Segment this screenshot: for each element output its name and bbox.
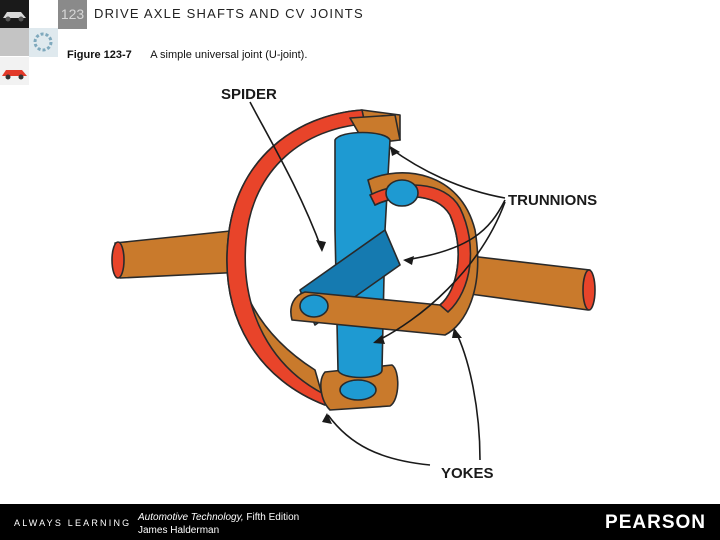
spider-leader bbox=[249, 101, 323, 251]
right-shaft-end bbox=[582, 269, 596, 311]
gears-thumbnail-icon bbox=[29, 28, 58, 57]
chapter-title: DRIVE AXLE SHAFTS AND CV JOINTS bbox=[94, 6, 364, 21]
yokes-leader-1 bbox=[327, 414, 431, 466]
car-thumbnail-icon bbox=[0, 0, 29, 28]
book-title-text: Automotive Technology, bbox=[138, 512, 244, 523]
left-shaft-end bbox=[111, 241, 125, 279]
book-title: Automotive Technology, Fifth Edition bbox=[138, 512, 299, 523]
bottom-trunnion bbox=[339, 379, 377, 401]
left-trunnion bbox=[299, 294, 329, 318]
book-edition: Fifth Edition bbox=[246, 512, 300, 523]
book-author: James Halderman bbox=[138, 525, 220, 536]
spider-label: SPIDER bbox=[221, 86, 277, 103]
engine-thumbnail-icon bbox=[0, 28, 29, 56]
thumbnail-strip bbox=[0, 0, 29, 86]
chapter-number-box bbox=[58, 0, 87, 29]
red-car-thumbnail-icon bbox=[0, 57, 29, 85]
publisher-logo: PEARSON bbox=[605, 512, 706, 533]
left-shaft bbox=[114, 229, 246, 279]
figure-caption: Figure 123-7 A simple universal joint (U… bbox=[67, 49, 307, 61]
trunnions-leader-2 bbox=[404, 199, 506, 261]
right-shaft bbox=[469, 255, 591, 311]
yokes-label: YOKES bbox=[441, 465, 494, 482]
inner-yoke-edge bbox=[369, 184, 472, 313]
u-joint-diagram: SPIDER TRUNNIONS YOKES bbox=[111, 86, 597, 482]
yokes-leader-2 bbox=[454, 329, 481, 461]
chapter-number: 123 bbox=[60, 6, 85, 22]
right-trunnion bbox=[385, 179, 419, 207]
footer-bar: ALWAYS LEARNING Automotive Technology, F… bbox=[0, 504, 720, 540]
trunnions-leader-1 bbox=[389, 147, 506, 199]
trunnions-leader-3 bbox=[374, 201, 506, 343]
trunnions-label: TRUNNIONS bbox=[508, 192, 597, 209]
figure-caption-text: A simple universal joint (U-joint). bbox=[150, 49, 308, 61]
figure-label: Figure 123-7 bbox=[67, 49, 132, 61]
footer-tagline: ALWAYS LEARNING bbox=[14, 518, 132, 528]
